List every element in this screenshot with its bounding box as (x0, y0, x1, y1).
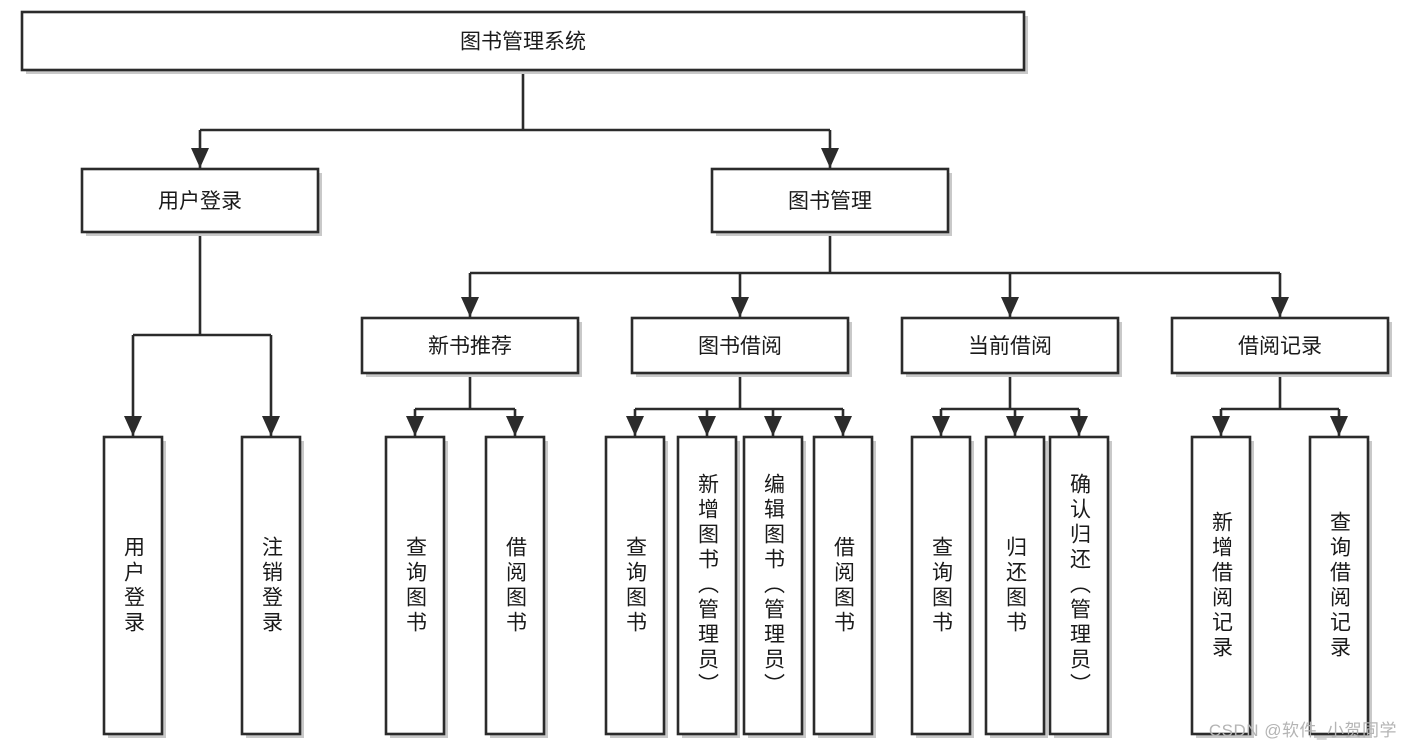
node-leaf-edit-book[interactable] (742, 435, 806, 738)
node-leaf-add-book[interactable] (676, 435, 740, 738)
node-book-manage[interactable]: 图书管理 (710, 167, 952, 236)
arrow-head-icon (1271, 297, 1289, 317)
node-leaf-query-record[interactable] (1308, 435, 1372, 738)
node-user-login[interactable]: 用户登录 (80, 167, 322, 236)
arrow-head-icon (1006, 416, 1024, 436)
arrow-head-icon (191, 148, 209, 168)
node-label: 图书借阅 (698, 335, 782, 358)
node-label: 图书管理系统 (460, 31, 586, 54)
node-borrow-record[interactable]: 借阅记录 (1170, 316, 1392, 377)
arrow-head-icon (124, 416, 142, 436)
node-leaf-query-book-1[interactable] (384, 435, 448, 738)
arrow-head-icon (1001, 297, 1019, 317)
arrow-head-icon (764, 416, 782, 436)
arrow-head-icon (1212, 416, 1230, 436)
node-current-borrow[interactable]: 当前借阅 (900, 316, 1122, 377)
node-leaf-borrow-book-2[interactable] (812, 435, 876, 738)
watermark-text: CSDN @软件_小贺同学 (1208, 721, 1397, 740)
node-book-borrow[interactable]: 图书借阅 (630, 316, 852, 377)
node-root[interactable]: 图书管理系统 (20, 10, 1028, 74)
arrow-head-icon (834, 416, 852, 436)
arrow-head-icon (406, 416, 424, 436)
arrow-head-icon (262, 416, 280, 436)
arrow-head-icon (1330, 416, 1348, 436)
connector-layer (124, 70, 1348, 436)
arrow-head-icon (821, 148, 839, 168)
node-leaf-return-book[interactable] (984, 435, 1048, 738)
arrow-head-icon (698, 416, 716, 436)
node-label: 借阅记录 (1238, 335, 1322, 358)
arrow-head-icon (626, 416, 644, 436)
node-label: 当前借阅 (968, 335, 1052, 358)
node-leaf-borrow-book-1[interactable] (484, 435, 548, 738)
node-label: 图书管理 (788, 190, 872, 213)
arrow-head-icon (932, 416, 950, 436)
node-leaf-add-record[interactable] (1190, 435, 1254, 738)
node-leaf-user-logout[interactable] (240, 435, 304, 738)
node-label: 用户登录 (158, 190, 242, 213)
node-new-book-recommend[interactable]: 新书推荐 (360, 316, 582, 377)
node-leaf-user-login[interactable] (102, 435, 166, 738)
arrow-head-icon (506, 416, 524, 436)
arrow-head-icon (1070, 416, 1088, 436)
arrow-head-icon (461, 297, 479, 317)
node-leaf-query-book-2[interactable] (604, 435, 668, 738)
node-label: 新书推荐 (428, 335, 512, 358)
node-leaf-query-book-3[interactable] (910, 435, 974, 738)
node-leaf-confirm-return[interactable] (1048, 435, 1112, 738)
arrow-head-icon (731, 297, 749, 317)
